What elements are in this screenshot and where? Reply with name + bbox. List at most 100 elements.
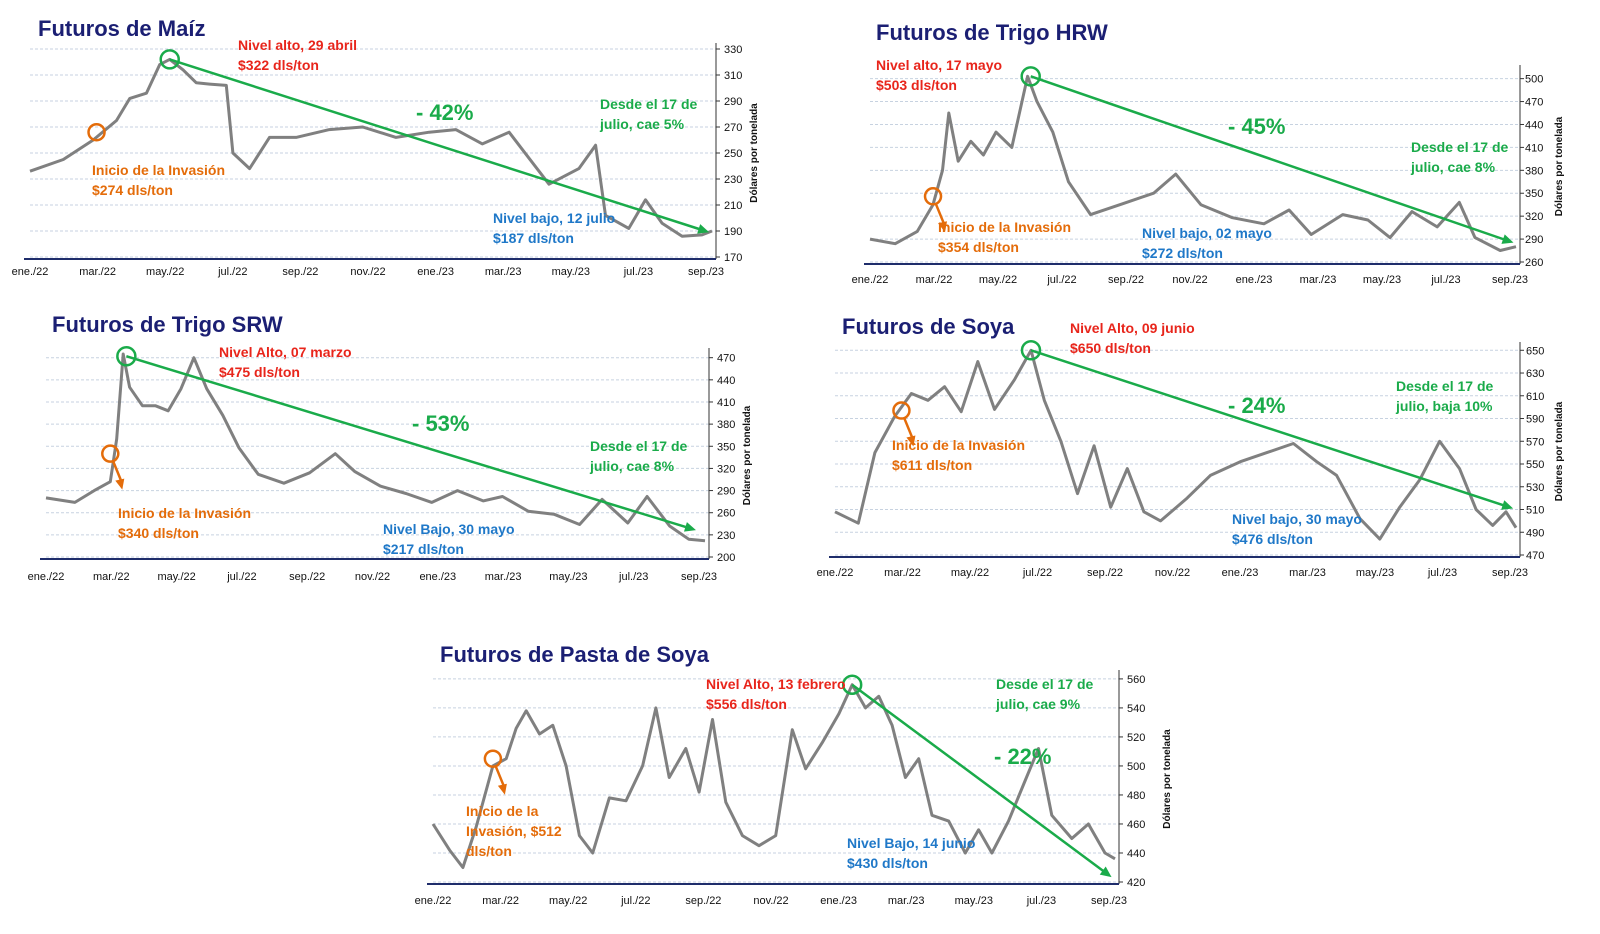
x-tick-label: may./22	[157, 571, 195, 583]
x-tick-label: sep./23	[681, 571, 717, 583]
x-tick-label: ene./22	[817, 567, 854, 579]
y-tick-label: 510	[1526, 505, 1544, 517]
y-tick-label: 350	[1525, 188, 1543, 200]
trend-arrowhead	[1501, 234, 1514, 244]
y-tick-label: 440	[1525, 119, 1543, 131]
invasion-arrowhead	[115, 478, 125, 490]
invasion-marker	[101, 444, 120, 463]
invasion-annotation: Inicio de la Invasión	[938, 219, 1071, 235]
since-july-annotation: julio, cae 9%	[995, 696, 1081, 712]
chart-title: Futuros de Maíz	[38, 16, 205, 41]
price-line	[29, 57, 713, 238]
x-tick-label: may./23	[552, 266, 590, 278]
y-tick-label: 480	[1127, 790, 1145, 802]
y-tick-label: 260	[1525, 257, 1543, 269]
since-july-annotation: julio, cae 5%	[599, 116, 685, 132]
y-tick-label: 570	[1526, 436, 1544, 448]
high-annotation: Nivel Alto, 13 febrero	[706, 676, 846, 692]
trend-arrowhead	[697, 224, 710, 234]
price-line	[45, 352, 706, 543]
y-tick-label: 320	[1525, 211, 1543, 223]
x-tick-label: may./22	[979, 274, 1017, 286]
percent-change-label: - 45%	[1228, 114, 1285, 139]
x-tick-label: nov./22	[350, 266, 385, 278]
x-tick-label: jul./22	[620, 895, 650, 907]
y-tick-label: 650	[1526, 345, 1544, 357]
high-annotation: $322 dls/ton	[238, 57, 319, 73]
percent-change-label: - 24%	[1228, 393, 1285, 418]
x-tick-label: jul./22	[226, 571, 256, 583]
percent-change-label: - 53%	[412, 411, 469, 436]
high-annotation: $503 dls/ton	[876, 77, 957, 93]
x-tick-label: ene./23	[820, 895, 857, 907]
chart-3: Futuros de Soya4704905105305505705906106…	[817, 314, 1565, 579]
low-annotation: $476 dls/ton	[1232, 531, 1313, 547]
trend-line	[169, 58, 706, 233]
x-tick-label: sep./22	[289, 571, 325, 583]
y-tick-label: 440	[717, 375, 735, 387]
y-tick-label: 250	[724, 148, 742, 160]
since-july-annotation: Desde el 17 de	[600, 96, 697, 112]
x-tick-label: sep./23	[1492, 567, 1528, 579]
y-tick-label: 260	[717, 508, 735, 520]
y-tick-label: 170	[724, 252, 742, 264]
trend-line	[126, 355, 693, 531]
x-tick-label: ene./23	[419, 571, 456, 583]
trend-line	[1030, 349, 1510, 509]
chart-2: Futuros de Trigo SRW20023026029032035038…	[28, 312, 753, 583]
percent-change-label: - 22%	[994, 744, 1051, 769]
x-tick-label: mar./22	[482, 895, 519, 907]
y-tick-label: 500	[1525, 74, 1543, 86]
since-july-annotation: Desde el 17 de	[996, 676, 1093, 692]
chart-title: Futuros de Pasta de Soya	[440, 642, 710, 667]
y-axis-title: Dólares por tonelada	[1554, 116, 1565, 216]
x-tick-label: jul./23	[1026, 895, 1056, 907]
since-july-annotation: julio, cae 8%	[1410, 159, 1496, 175]
y-tick-label: 440	[1127, 848, 1145, 860]
invasion-annotation: Inicio de la	[466, 803, 539, 819]
high-marker	[159, 49, 180, 70]
invasion-annotation: Inicio de la Invasión	[92, 162, 225, 178]
x-tick-label: mar./23	[1300, 274, 1337, 286]
invasion-annotation: $611 dls/ton	[892, 457, 972, 473]
y-axis-title: Dólares por tonelada	[1162, 729, 1173, 829]
x-tick-label: mar./22	[79, 266, 116, 278]
x-tick-label: mar./23	[485, 266, 522, 278]
low-annotation: Nivel Bajo, 14 junio	[847, 835, 975, 851]
x-tick-label: ene./22	[415, 895, 452, 907]
x-tick-label: may./22	[146, 266, 184, 278]
x-tick-label: jul./22	[1046, 274, 1076, 286]
high-annotation: Nivel alto, 17 mayo	[876, 57, 1002, 73]
high-annotation: Nivel alto, 29 abril	[238, 37, 357, 53]
since-july-annotation: Desde el 17 de	[590, 438, 687, 454]
chart-title: Futuros de Trigo HRW	[876, 20, 1108, 45]
x-tick-label: nov./22	[1155, 567, 1190, 579]
y-tick-label: 330	[724, 44, 742, 56]
invasion-annotation: $354 dls/ton	[938, 239, 1019, 255]
y-tick-label: 270	[724, 122, 742, 134]
x-tick-label: may./23	[955, 895, 993, 907]
low-annotation: Nivel bajo, 30 mayo	[1232, 511, 1362, 527]
y-tick-label: 380	[717, 419, 735, 431]
y-tick-label: 470	[717, 353, 735, 365]
since-july-annotation: julio, cae 8%	[589, 458, 675, 474]
y-tick-label: 210	[724, 200, 742, 212]
x-tick-label: sep./23	[1091, 895, 1127, 907]
high-marker	[1020, 340, 1042, 361]
invasion-arrowhead	[497, 783, 507, 795]
x-tick-label: mar./22	[93, 571, 130, 583]
low-annotation: Nivel bajo, 02 mayo	[1142, 225, 1272, 241]
chart-title: Futuros de Trigo SRW	[52, 312, 283, 337]
y-tick-label: 490	[1526, 527, 1544, 539]
low-annotation: $272 dls/ton	[1142, 245, 1223, 261]
x-tick-label: ene./23	[1236, 274, 1273, 286]
y-tick-label: 520	[1127, 732, 1145, 744]
high-annotation: $650 dls/ton	[1070, 340, 1151, 356]
y-tick-label: 420	[1127, 877, 1145, 889]
y-tick-label: 200	[717, 552, 735, 564]
y-tick-label: 460	[1127, 819, 1145, 831]
y-axis-title: Dólares por tonelada	[749, 103, 760, 203]
invasion-annotation: $340 dls/ton	[118, 525, 199, 541]
high-annotation: $475 dls/ton	[219, 364, 300, 380]
